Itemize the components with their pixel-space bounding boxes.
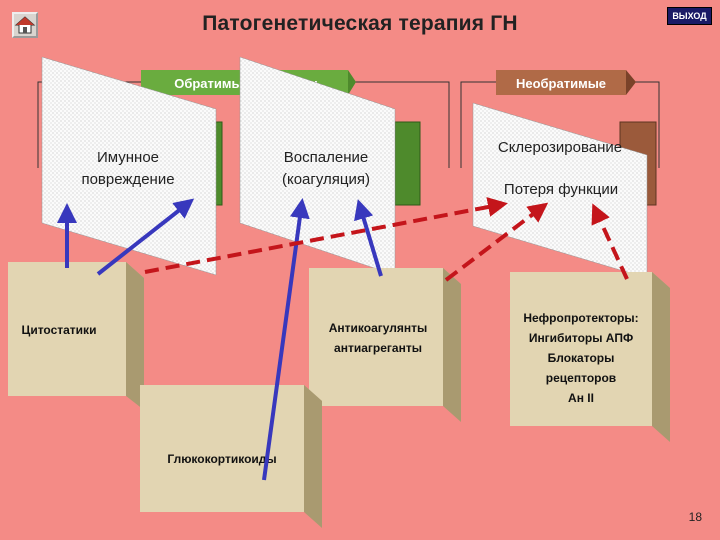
inflammation-line1: Воспаление: [284, 149, 368, 166]
cytostatics-label: Цитостатики: [22, 323, 97, 337]
exit-button[interactable]: ВЫХОД: [667, 7, 712, 25]
drug-box-anticoagulants: Антикоагулянты антиагреганты: [309, 268, 461, 422]
green-panel-right: [394, 121, 421, 206]
arrow-cytostatics-immune-diag: [96, 198, 195, 276]
home-button[interactable]: [12, 12, 38, 38]
function-loss-label: Потеря функции: [504, 181, 618, 198]
arrow-glucocorticoids-inflammation: [262, 198, 310, 481]
drug-box-cytostatics: Цитостатики: [8, 262, 144, 410]
page-number: 18: [688, 510, 702, 524]
arrow-cytostatics-function-loss: [144, 197, 508, 274]
page-title: Патогенетическая терапия ГН: [202, 12, 518, 35]
arrow-anticoagulants-inflammation: [354, 199, 383, 277]
glucocorticoids-label: Глюкокортикоиды: [167, 452, 276, 466]
immune-line1: Имунное: [97, 149, 159, 166]
irreversible-header: Необратимые: [496, 70, 636, 95]
nephroprotectors-line1: Нефропротекторы:: [523, 311, 638, 325]
nephroprotectors-line3: Блокаторы: [548, 351, 615, 365]
home-icon: [14, 16, 36, 34]
process-immune: Имунное повреждение: [41, 56, 217, 276]
nephroprotectors-line4: рецепторов: [546, 371, 616, 385]
drug-box-nephroprotectors: Нефропротекторы: Ингибиторы АПФ Блокатор…: [510, 272, 670, 442]
drug-box-glucocorticoids: Глюкокортикоиды: [140, 385, 322, 528]
inflammation-line2: (коагуляция): [282, 171, 370, 188]
process-irreversible: Склерозирование Потеря функции: [472, 102, 648, 279]
immune-line2: повреждение: [81, 171, 174, 188]
arrow-nephroprotectors-function-loss: [591, 203, 629, 280]
anticoagulants-line2: антиагреганты: [334, 341, 422, 355]
nephroprotectors-line2: Ингибиторы АПФ: [529, 331, 633, 345]
irreversible-label: Необратимые: [516, 76, 606, 91]
sclerosis-label: Склерозирование: [498, 139, 622, 156]
anticoagulants-line1: Антикоагулянты: [329, 321, 428, 335]
nephroprotectors-line5: Ан II: [568, 391, 594, 405]
